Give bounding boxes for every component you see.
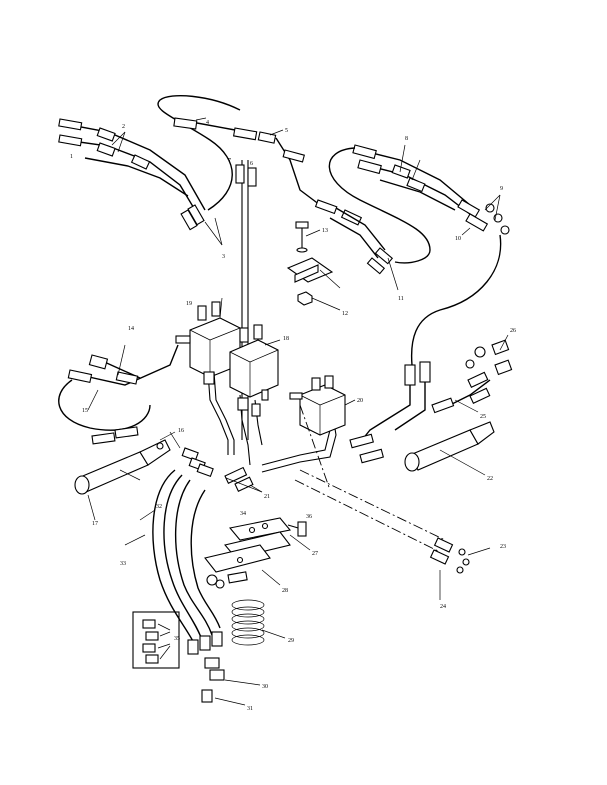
callout-4: 4 <box>206 120 209 126</box>
callout-25: 25 <box>480 414 486 420</box>
clamp-brackets-lower <box>204 517 307 589</box>
callout-6: 6 <box>250 161 253 167</box>
steel-tubes-center <box>203 371 337 473</box>
callout-34: 34 <box>240 511 246 517</box>
callout-18: 18 <box>283 336 289 342</box>
callout-26: 26 <box>510 328 516 334</box>
callout-17: 17 <box>92 521 98 527</box>
callout-8: 8 <box>405 136 408 142</box>
callout-5: 5 <box>285 128 288 134</box>
callout-1: 1 <box>70 154 73 160</box>
control-valve-right <box>229 324 279 401</box>
coil-spring <box>231 599 265 646</box>
callout-31: 31 <box>247 706 253 712</box>
hose-assembly-right <box>349 339 513 464</box>
bracket-top-center <box>286 221 334 306</box>
hose-assembly-top-left <box>58 95 241 231</box>
callout-36: 36 <box>306 514 312 520</box>
callout-16: 16 <box>178 428 184 434</box>
callout-27: 27 <box>312 551 318 557</box>
callout-15: 15 <box>82 408 88 414</box>
callout-2: 2 <box>122 124 125 130</box>
callout-labels: 1 2 3 4 5 6 7 8 9 10 11 12 13 14 15 16 1… <box>70 120 516 712</box>
callout-30: 30 <box>262 684 268 690</box>
inset-detail-box <box>132 611 180 669</box>
callout-32: 32 <box>156 504 162 510</box>
callout-35: 35 <box>174 636 180 642</box>
callout-28: 28 <box>282 588 288 594</box>
callout-19: 19 <box>186 301 192 307</box>
callout-20: 20 <box>357 398 363 404</box>
hose-assembly-left <box>58 344 179 445</box>
callout-24: 24 <box>440 604 446 610</box>
hose-bundle-lower <box>152 469 225 703</box>
callout-21: 21 <box>264 494 270 500</box>
callout-12: 12 <box>342 311 348 317</box>
hose-assembly-top-right <box>328 144 510 366</box>
callout-11: 11 <box>398 296 404 302</box>
callout-9: 9 <box>500 186 503 192</box>
callout-33: 33 <box>120 561 126 567</box>
callout-7: 7 <box>228 158 231 164</box>
callout-29: 29 <box>288 638 294 644</box>
callout-14: 14 <box>128 326 134 332</box>
callout-10: 10 <box>455 236 461 242</box>
control-valve-third <box>289 375 346 436</box>
callout-3: 3 <box>222 254 225 260</box>
fittings-cluster-center <box>181 447 254 492</box>
long-tube-lower-right <box>294 404 470 574</box>
callout-23: 23 <box>500 544 506 550</box>
callout-22: 22 <box>487 476 493 482</box>
hydraulic-cylinder-left <box>74 439 171 495</box>
hydraulic-cylinder-right <box>404 421 495 472</box>
callout-13: 13 <box>322 228 328 234</box>
leader-lines <box>87 117 509 706</box>
